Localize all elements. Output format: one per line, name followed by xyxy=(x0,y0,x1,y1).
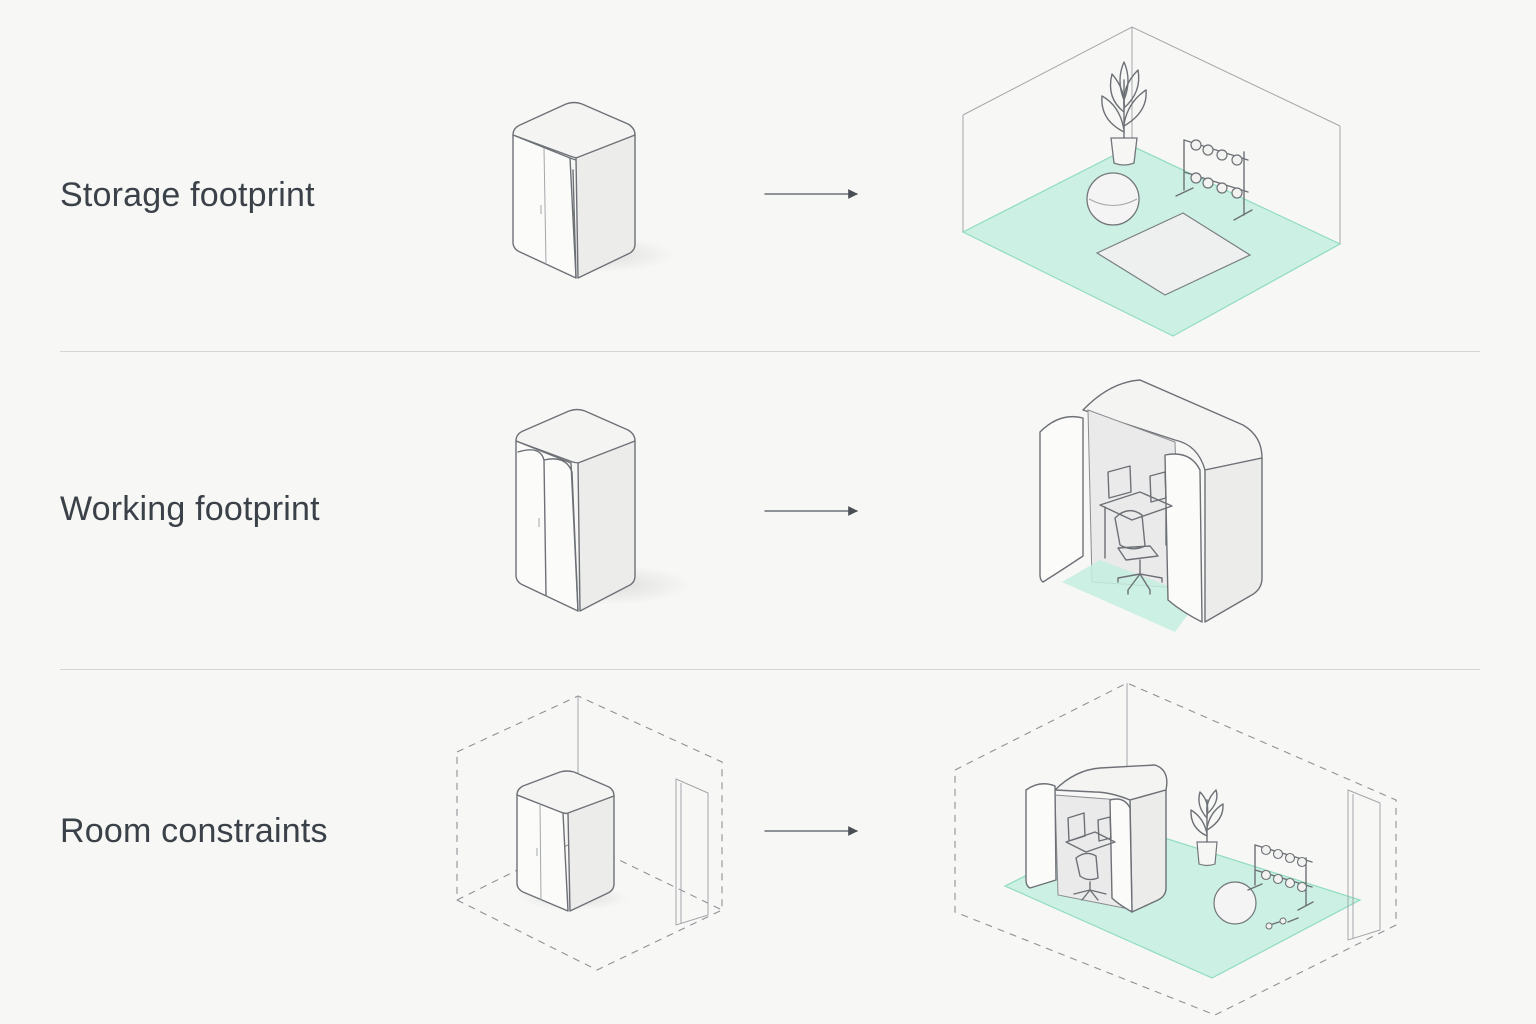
gym-room-storage xyxy=(961,26,1342,337)
row-divider-2 xyxy=(60,669,1480,670)
room-with-pod-and-gym xyxy=(954,682,1397,1016)
row-label-storage-footprint: Storage footprint xyxy=(60,176,315,214)
closed-cabinet-storage xyxy=(512,101,675,279)
closed-cabinet-working xyxy=(515,408,692,612)
row-label-working-footprint: Working footprint xyxy=(60,490,320,528)
room-with-closed-cabinet xyxy=(456,695,723,971)
row-divider-1 xyxy=(60,351,1480,352)
open-office-pod-working xyxy=(1039,379,1263,632)
row-label-room-constraints: Room constraints xyxy=(60,812,328,850)
